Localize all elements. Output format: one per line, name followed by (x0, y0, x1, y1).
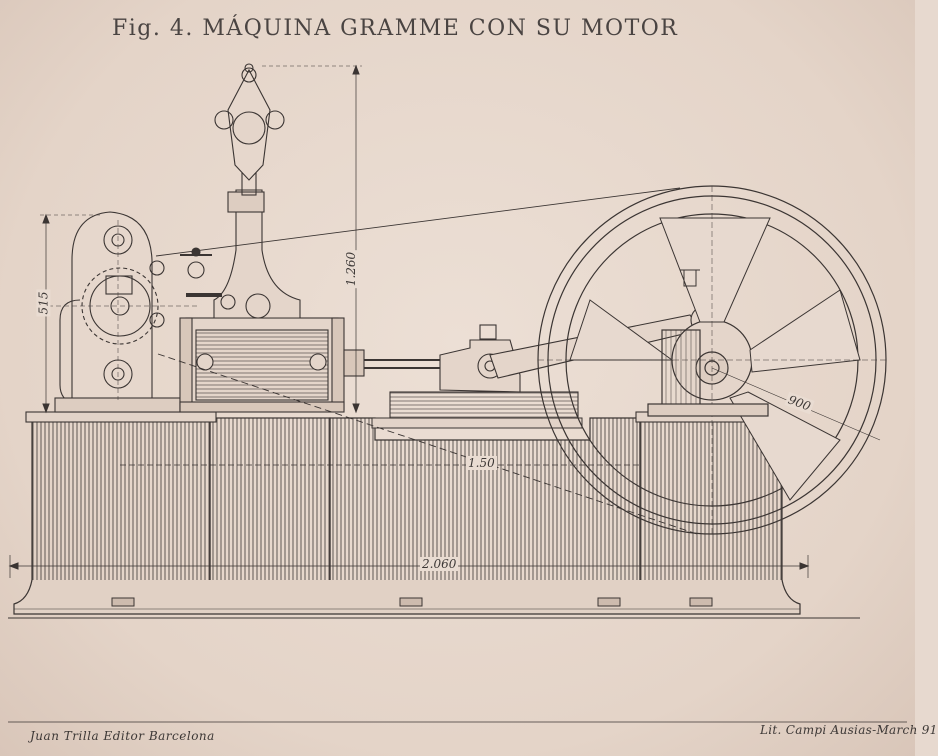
oil-cup (680, 269, 700, 287)
steam-cylinder (179, 317, 365, 413)
crosshead-guide (364, 324, 579, 419)
dim-label-515: 515 (36, 289, 51, 317)
flywheel (537, 185, 887, 535)
gramme-dynamo (40, 211, 200, 413)
dim-label-1260: 1.260 (344, 249, 359, 289)
machine-illustration (8, 63, 907, 723)
engine-bed (13, 411, 801, 615)
governor (180, 63, 301, 319)
publisher-credit: Juan Trilla Editor Barcelona (30, 729, 215, 743)
figure-title: Fig. 4. MÁQUINA GRAMME CON SU MOTOR (112, 16, 679, 41)
lithographer-credit: Lit. Campi Ausias-March 91 (760, 723, 938, 737)
dim-label-2060: 2.060 (420, 557, 459, 571)
drive-belt (155, 187, 701, 536)
column-height-dimension (262, 64, 362, 414)
dim-label-150: 1.50 (466, 456, 497, 470)
